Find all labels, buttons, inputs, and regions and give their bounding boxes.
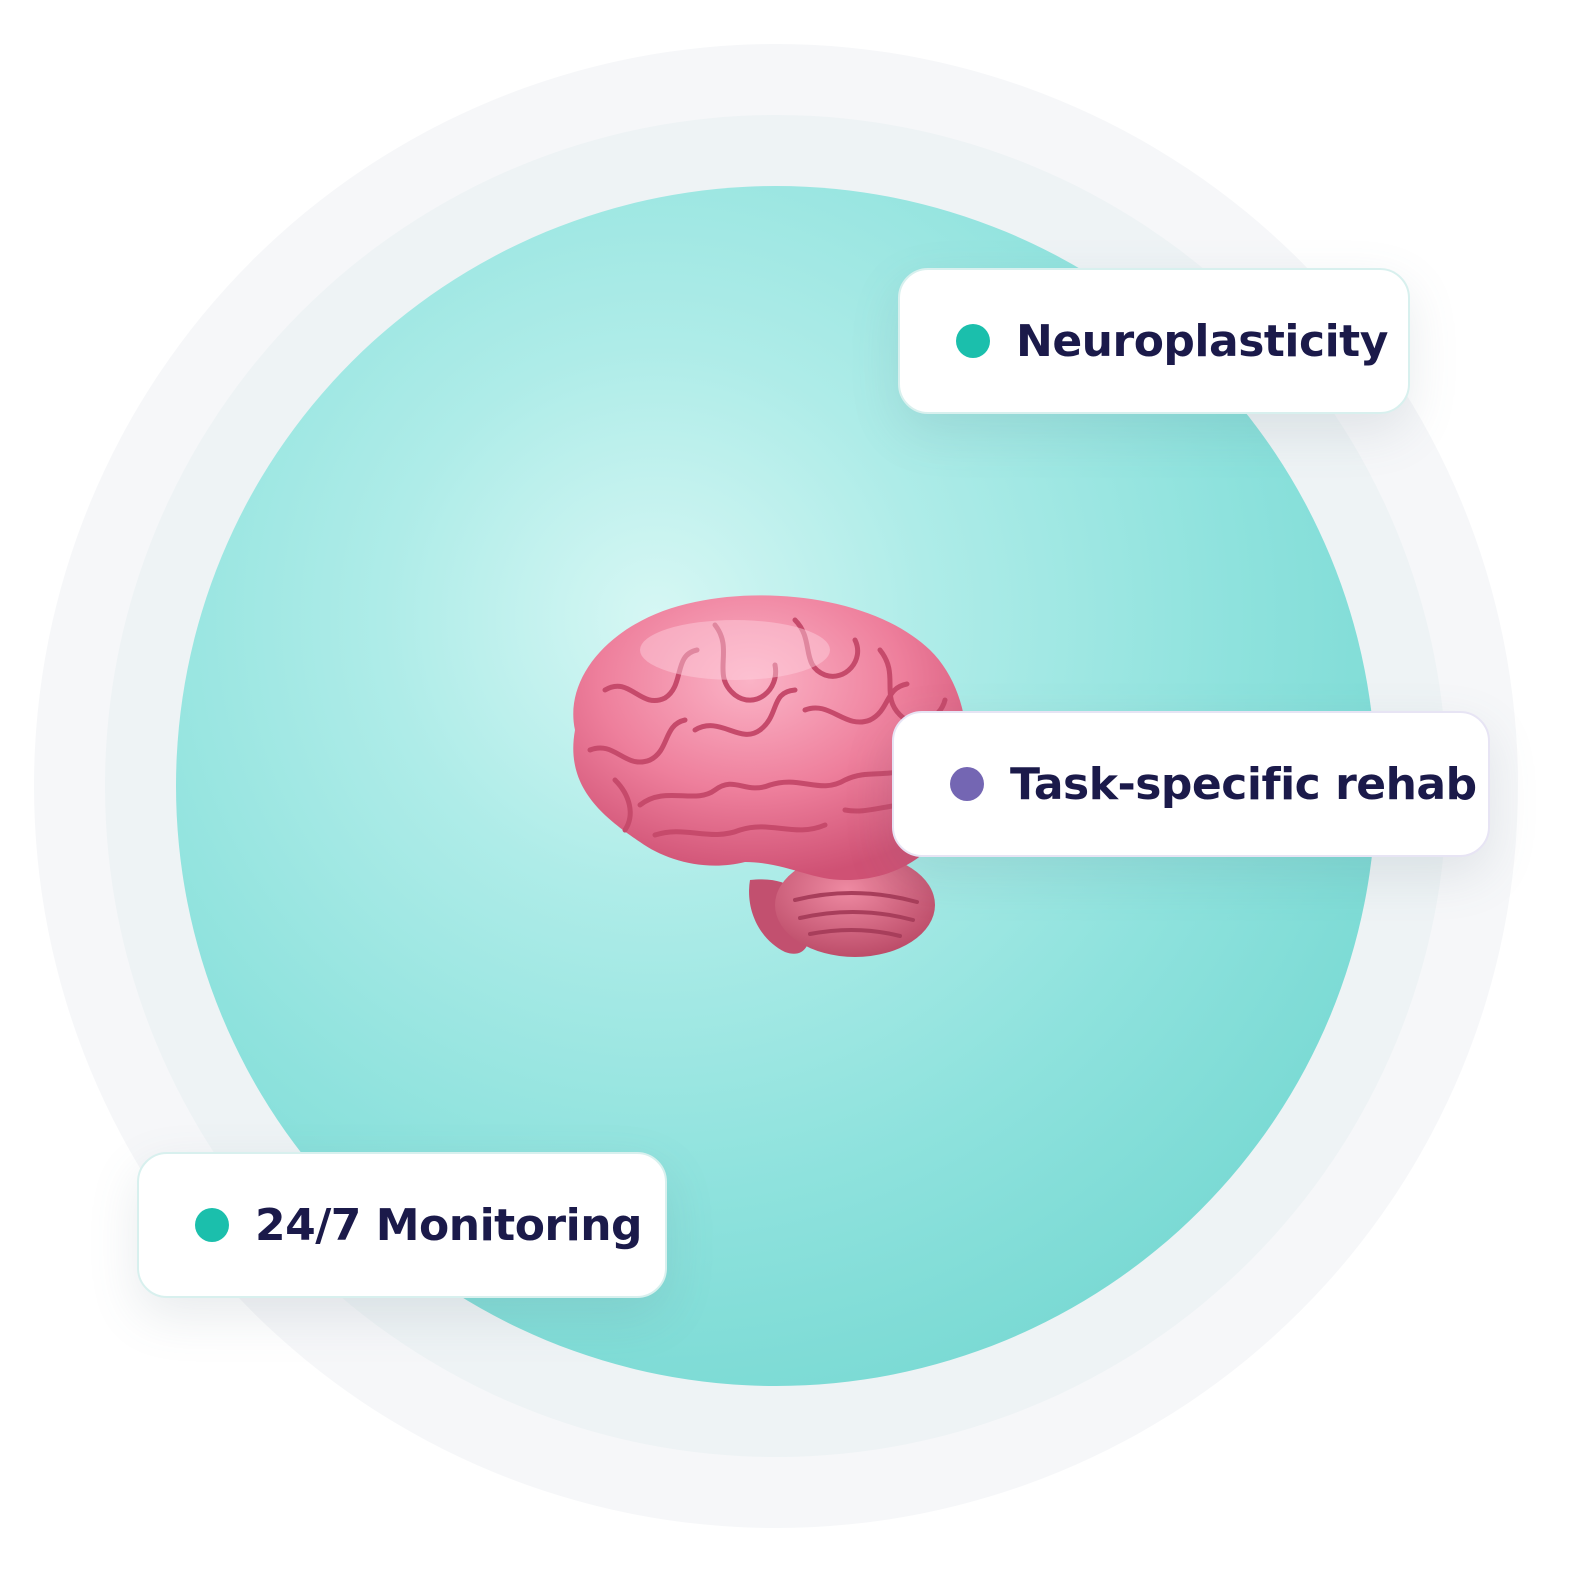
purple-dot-icon (950, 767, 984, 801)
teal-dot-icon (195, 1208, 229, 1242)
brain-icon (573, 595, 968, 957)
badge-label: 24/7 Monitoring (255, 1199, 643, 1251)
badge-neuroplasticity: Neuroplasticity (898, 268, 1410, 414)
badge-label: Neuroplasticity (1016, 315, 1388, 367)
badge-24-7-monitoring: 24/7 Monitoring (137, 1152, 667, 1298)
badge-label: Task-specific rehab (1010, 758, 1477, 810)
teal-dot-icon (956, 324, 990, 358)
badge-task-specific-rehab: Task-specific rehab (892, 711, 1490, 857)
